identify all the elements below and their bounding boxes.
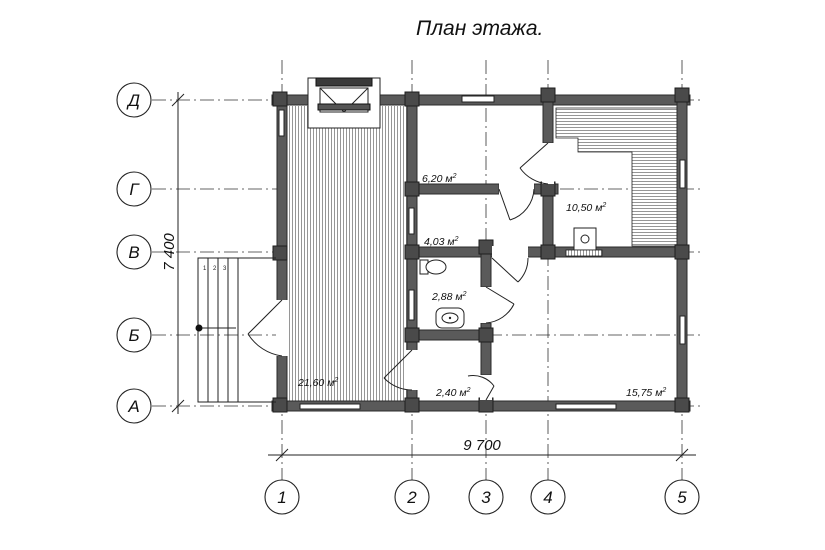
- sauna-bench-hatch: [555, 107, 679, 247]
- stair-number-2: 2: [213, 266, 217, 272]
- row-axis-bubbles: Д Г В Б А: [116, 82, 152, 424]
- washbasin-icon: [435, 307, 465, 329]
- axis-bubble-4: 4: [530, 479, 566, 515]
- axis-label-D: Д: [126, 91, 140, 110]
- axis-label-A: А: [127, 397, 139, 416]
- axis-label-3: 3: [481, 488, 491, 507]
- axis-bubble-B: Б: [116, 317, 152, 353]
- sauna-stove: [565, 227, 603, 257]
- window-col2-lower: [408, 289, 415, 321]
- height-dimension: 7 400: [161, 92, 185, 414]
- window-top-middle: [461, 95, 495, 103]
- axis-bubble-V: В: [116, 234, 152, 270]
- room-area-wc: 2,88 м2: [431, 291, 467, 303]
- hatched-areas: [284, 106, 679, 402]
- window-right-lower: [679, 315, 686, 345]
- col-axis-bubbles: 1 2 3 4 5: [264, 479, 700, 515]
- axis-label-4: 4: [543, 488, 552, 507]
- height-dimension-label: 7 400: [161, 233, 178, 271]
- windows: [278, 95, 686, 410]
- window-bottom-left: [299, 403, 361, 410]
- terrace-floor-hatch: [284, 106, 408, 402]
- plan-title: План этажа.: [416, 17, 543, 40]
- axis-bubble-G: Г: [116, 171, 152, 207]
- room-areas: 21,60 м2 6,20 м2 4,03 м2 2,88 м2 2,40 м2…: [297, 173, 666, 399]
- door-row-V-col3: [491, 246, 529, 283]
- wall-posts: [272, 87, 690, 413]
- room-area-sauna: 10,50 м2: [566, 202, 606, 214]
- window-bottom-right: [555, 403, 617, 410]
- axis-label-G: Г: [129, 180, 140, 199]
- door-col3-lower: [467, 375, 495, 401]
- room-area-vestibule: 4,03 м2: [424, 236, 459, 248]
- door-col3-middle: [480, 286, 515, 324]
- toilet-icon: [419, 259, 447, 275]
- door-row-G: [498, 183, 535, 221]
- axis-label-B: Б: [128, 326, 139, 345]
- axis-label-5: 5: [677, 488, 687, 507]
- window-col2-upper: [408, 207, 415, 235]
- stair-number-3: 3: [223, 266, 227, 272]
- door-col4-upper: [519, 142, 554, 185]
- doors: [247, 142, 554, 401]
- axis-bubble-5: 5: [664, 479, 700, 515]
- room-area-hall: 2,40 м2: [435, 387, 471, 399]
- wall-row-B: [406, 329, 492, 341]
- window-right-upper: [679, 159, 686, 189]
- wall-row-G: [406, 183, 500, 195]
- room-area-terrace: 21,60 м2: [297, 377, 338, 389]
- door-col2-lower: [383, 349, 418, 391]
- axis-bubble-A: А: [116, 388, 152, 424]
- axis-bubble-D: Д: [116, 82, 152, 118]
- width-dimension-label: 9 700: [463, 437, 501, 454]
- stove: [307, 77, 381, 129]
- axis-label-2: 2: [406, 488, 417, 507]
- entry-stairs: 1 2 3: [195, 257, 276, 403]
- axis-label-1: 1: [277, 488, 286, 507]
- axis-bubble-2: 2: [394, 479, 430, 515]
- stair-number-1: 1: [203, 266, 207, 272]
- entry-door: [247, 299, 288, 357]
- room-area-washroom: 15,75 м2: [626, 387, 666, 399]
- room-area-lounge: 6,20 м2: [422, 173, 457, 185]
- axis-label-V: В: [128, 243, 139, 262]
- width-dimension: 9 700: [268, 437, 696, 462]
- axis-bubble-3: 3: [468, 479, 504, 515]
- window-left: [278, 109, 285, 137]
- axis-bubble-1: 1: [264, 479, 300, 515]
